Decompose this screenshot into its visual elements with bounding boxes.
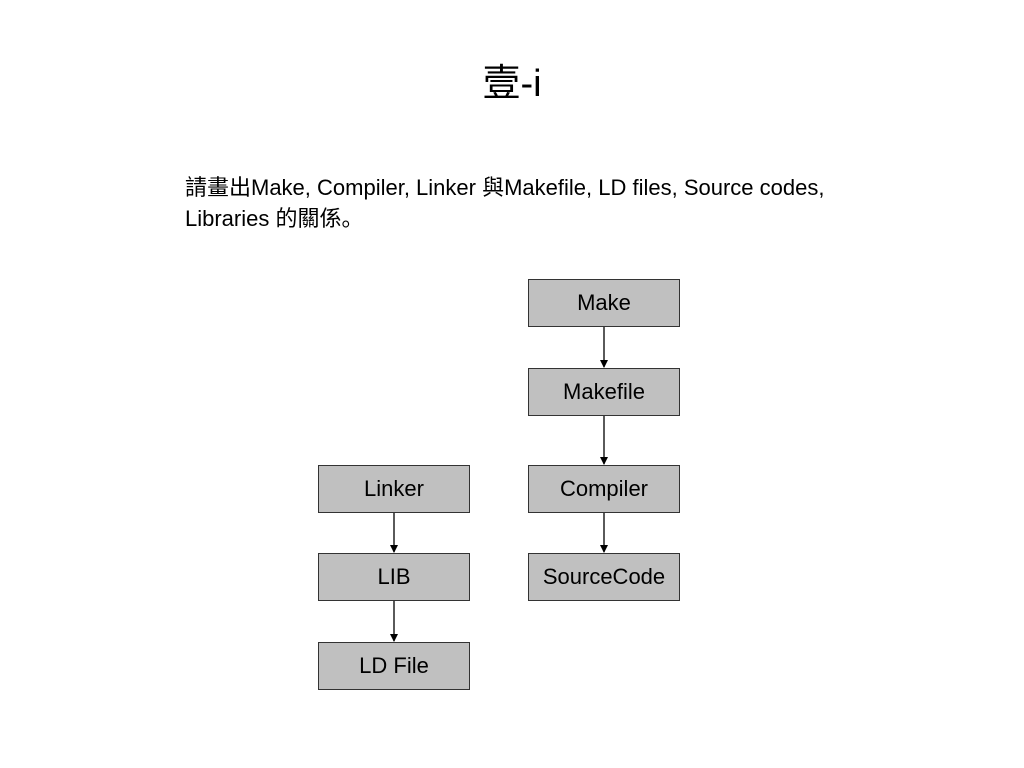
question-line-2: Libraries 的關係。: [185, 206, 364, 231]
question-text: 請畫出Make, Compiler, Linker 與Makefile, LD …: [185, 172, 975, 234]
node-compiler: Compiler: [528, 465, 680, 513]
node-lib: LIB: [318, 553, 470, 601]
node-compiler-label: Compiler: [559, 476, 649, 501]
node-sourcecode: SourceCode: [528, 553, 680, 601]
node-linker-label: Linker: [364, 476, 424, 501]
node-makefile-label: Makefile: [563, 379, 645, 404]
question-line-1: 請畫出Make, Compiler, Linker 與Makefile, LD …: [185, 175, 825, 200]
node-ldfile: LD File: [318, 642, 470, 690]
node-ldfile-label: LD File: [359, 653, 429, 678]
node-makefile: Makefile: [528, 368, 680, 416]
node-sourcecode-label: SourceCode: [542, 564, 666, 589]
node-lib-label: LIB: [377, 564, 411, 589]
node-make: Make: [528, 279, 680, 327]
node-make-label: Make: [577, 290, 631, 315]
node-linker: Linker: [318, 465, 470, 513]
slide-title: 壹-i: [482, 63, 542, 105]
